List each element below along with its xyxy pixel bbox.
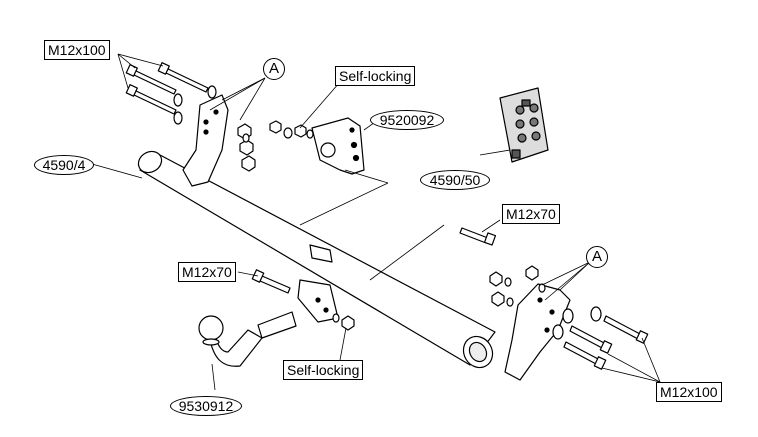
bolt-m12x70-right: [459, 227, 497, 246]
label-ref-a-left: A: [263, 58, 285, 80]
bracket-9520092: [311, 117, 365, 175]
label-bolt-m12x70-mid: M12x70: [178, 262, 236, 282]
label-bolt-m12x100-top-left: M12x100: [44, 40, 110, 60]
label-part-9520092: 9520092: [370, 110, 444, 130]
nuts-right: [489, 265, 546, 307]
kit-photo: [499, 87, 549, 163]
left-side-bracket: [182, 94, 229, 187]
label-self-locking-top: Self-locking: [335, 66, 416, 86]
label-bolt-m12x100-bottom-right: M12x100: [656, 382, 722, 402]
label-ref-a-right: A: [586, 246, 608, 268]
center-mount: [297, 244, 339, 323]
nut-self-locking-bottom: [332, 313, 355, 331]
label-bolt-m12x70-right: M12x70: [502, 204, 560, 224]
bolt-m12x70-mid: [251, 269, 291, 294]
tow-ball-9530912: [198, 311, 297, 367]
label-self-locking-bottom: Self-locking: [283, 360, 364, 380]
label-part-4590-4: 4590/4: [34, 155, 94, 175]
label-part-4590-50: 4590/50: [420, 170, 490, 190]
label-part-9530912: 9530912: [170, 396, 242, 416]
right-side-bracket: [504, 283, 571, 381]
bolts-bottom-right: [552, 306, 649, 370]
crossbar-tube: [137, 150, 496, 369]
nuts-left: [237, 120, 314, 172]
